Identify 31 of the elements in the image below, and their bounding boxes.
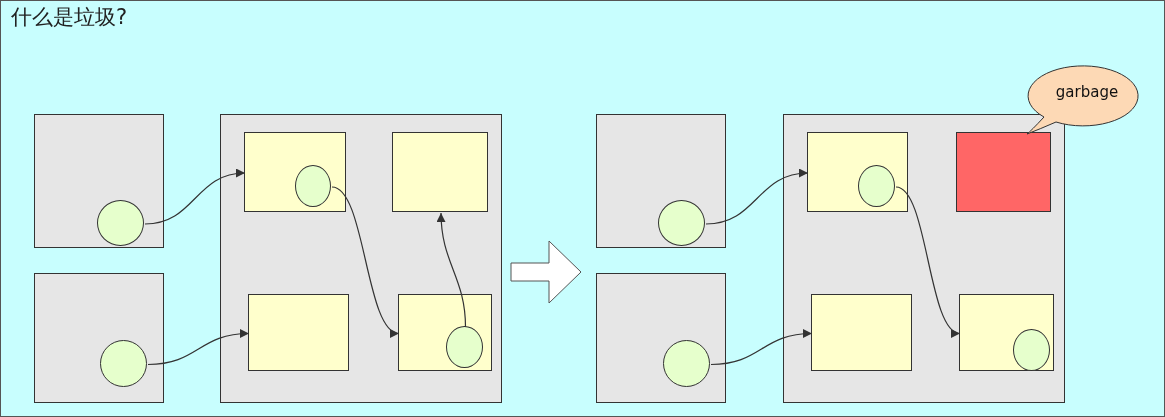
arrow [147,329,250,366]
object-box [807,132,908,212]
reference-circle [446,326,483,368]
object-box [811,294,912,371]
reference-circle [100,340,147,387]
object-box [959,294,1054,371]
arrow [144,169,246,225]
heap-panel [220,114,502,403]
title: 什么是垃圾? [11,4,128,31]
heap-panel [596,273,726,403]
heap-panel [783,114,1065,403]
object-box [248,294,349,371]
object-box [244,132,346,212]
object-box [392,132,488,212]
arrow [895,186,961,335]
arrow [710,329,813,366]
arrow [436,212,467,328]
arrow [705,169,809,225]
arrow [331,186,400,335]
object-box [956,132,1051,212]
reference-circle [295,165,331,207]
reference-circle [97,200,144,246]
reference-circle [658,200,705,246]
heap-panel [596,114,726,248]
heap-panel [34,114,164,248]
reference-circle [663,340,710,387]
reference-circle [858,165,895,207]
object-box [398,294,492,371]
bubble-text: garbage [1055,83,1119,101]
heap-panel [34,273,164,403]
reference-circle [1013,329,1050,371]
